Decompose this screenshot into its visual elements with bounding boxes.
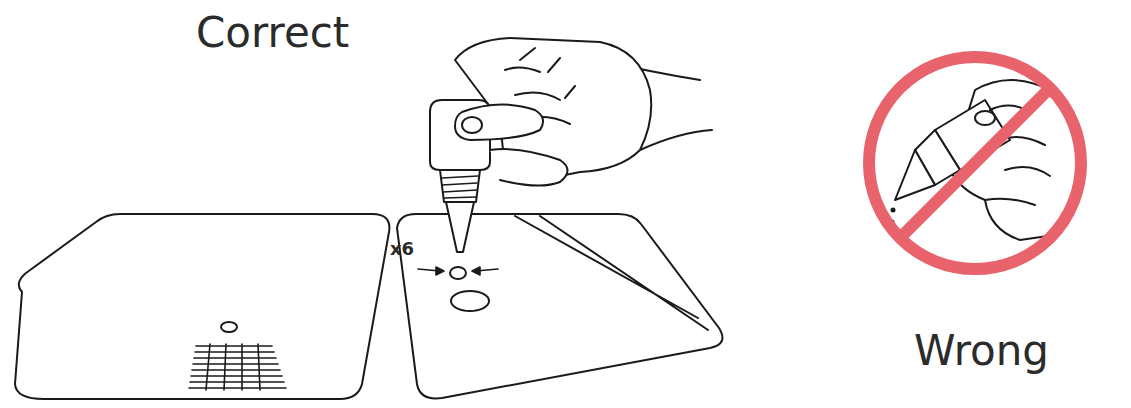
- thumbnail: [462, 117, 482, 133]
- count-callout: x6: [390, 240, 414, 258]
- bottle-neck: [440, 170, 480, 202]
- drop-target: [450, 267, 466, 279]
- status-heading: Wrong: [914, 330, 1049, 372]
- dropper-tip: [446, 202, 474, 252]
- prohibition-slash: [900, 88, 1050, 238]
- prohibition-sign: [869, 57, 1081, 269]
- thumbnail-wrong: [975, 111, 995, 125]
- panel-hole: [221, 322, 237, 332]
- vent-slots: [189, 344, 286, 390]
- prohibition-ring: [869, 57, 1081, 269]
- fill-opening: [451, 291, 489, 311]
- panel-rail: [515, 216, 708, 330]
- status-heading: Correct: [196, 12, 349, 54]
- neck-thread: [442, 176, 478, 198]
- hand-correct: [430, 38, 712, 252]
- right-panel: [397, 214, 722, 398]
- left-panel: [15, 214, 389, 399]
- tip-tilted: [895, 150, 935, 200]
- finger-under: [490, 149, 568, 185]
- cover-plate: [15, 214, 722, 399]
- thumb: [455, 104, 543, 140]
- aim-arrows: [418, 267, 498, 275]
